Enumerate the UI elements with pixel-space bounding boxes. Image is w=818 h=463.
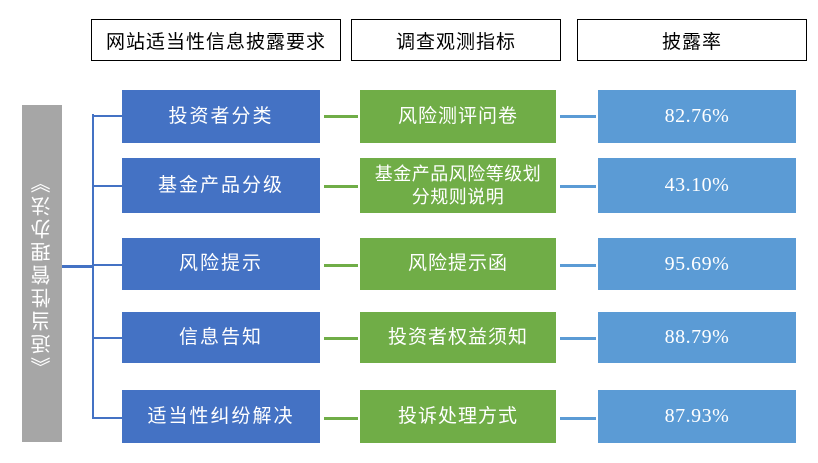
rate-value: 88.79% xyxy=(664,326,730,348)
requirement-box[interactable]: 信息告知 xyxy=(122,312,320,363)
rate-box[interactable]: 43.10% xyxy=(598,158,796,213)
bracket-branch-5 xyxy=(92,417,122,419)
bracket-branch-1 xyxy=(92,115,122,117)
requirement-label: 基金产品分级 xyxy=(157,174,284,196)
requirement-box[interactable]: 风险提示 xyxy=(122,238,320,290)
rate-value: 43.10% xyxy=(664,174,730,196)
rate-box[interactable]: 87.93% xyxy=(598,390,796,443)
bracket-branch-4 xyxy=(92,337,122,339)
requirement-label: 投资者分类 xyxy=(168,105,274,127)
header-disclosure-rate-label: 披露率 xyxy=(661,31,722,53)
bracket-vertical xyxy=(92,114,94,419)
rate-box[interactable]: 95.69% xyxy=(598,238,796,290)
regulation-spine-text: 《适当性管理办法》 xyxy=(31,170,54,377)
requirement-label: 信息告知 xyxy=(178,326,263,348)
bracket-stem xyxy=(62,265,94,268)
header-disclosure-requirement: 网站适当性信息披露要求 xyxy=(91,19,341,61)
requirement-box[interactable]: 投资者分类 xyxy=(122,90,320,143)
connector-indicator-rate xyxy=(560,185,596,188)
rate-value: 95.69% xyxy=(664,252,730,275)
indicator-box[interactable]: 投资者权益须知 xyxy=(360,312,556,363)
connector-requirement-indicator xyxy=(324,337,358,340)
connector-indicator-rate xyxy=(560,337,596,340)
header-survey-indicator-label: 调查观测指标 xyxy=(395,31,516,53)
requirement-box[interactable]: 适当性纠纷解决 xyxy=(122,390,320,443)
rate-value: 82.76% xyxy=(664,105,730,127)
requirement-label: 适当性纠纷解决 xyxy=(147,405,295,427)
connector-indicator-rate xyxy=(560,417,596,420)
header-disclosure-requirement-label: 网站适当性信息披露要求 xyxy=(105,31,326,53)
header-survey-indicator: 调查观测指标 xyxy=(351,19,561,61)
rate-box[interactable]: 82.76% xyxy=(598,90,796,143)
connector-requirement-indicator xyxy=(324,264,358,267)
indicator-box[interactable]: 风险测评问卷 xyxy=(360,90,556,143)
indicator-box[interactable]: 基金产品风险等级划分规则说明 xyxy=(360,158,556,213)
regulation-spine-label: 《适当性管理办法》 xyxy=(22,105,62,442)
indicator-label: 投诉处理方式 xyxy=(397,405,518,427)
rate-box[interactable]: 88.79% xyxy=(598,312,796,363)
connector-requirement-indicator xyxy=(324,417,358,420)
indicator-label: 基金产品风险等级划分规则说明 xyxy=(374,164,542,207)
indicator-label: 风险提示函 xyxy=(407,253,508,275)
connector-indicator-rate xyxy=(560,115,596,118)
rate-value: 87.93% xyxy=(664,405,730,427)
header-disclosure-rate: 披露率 xyxy=(577,19,807,61)
bracket-branch-2 xyxy=(92,185,122,187)
indicator-label: 投资者权益须知 xyxy=(387,326,528,348)
requirement-box[interactable]: 基金产品分级 xyxy=(122,158,320,213)
connector-requirement-indicator xyxy=(324,185,358,188)
connector-requirement-indicator xyxy=(324,115,358,118)
requirement-label: 风险提示 xyxy=(178,253,263,275)
connector-indicator-rate xyxy=(560,264,596,267)
indicator-box[interactable]: 风险提示函 xyxy=(360,238,556,290)
bracket-branch-3 xyxy=(92,264,122,266)
indicator-box[interactable]: 投诉处理方式 xyxy=(360,390,556,443)
indicator-label: 风险测评问卷 xyxy=(397,105,518,127)
